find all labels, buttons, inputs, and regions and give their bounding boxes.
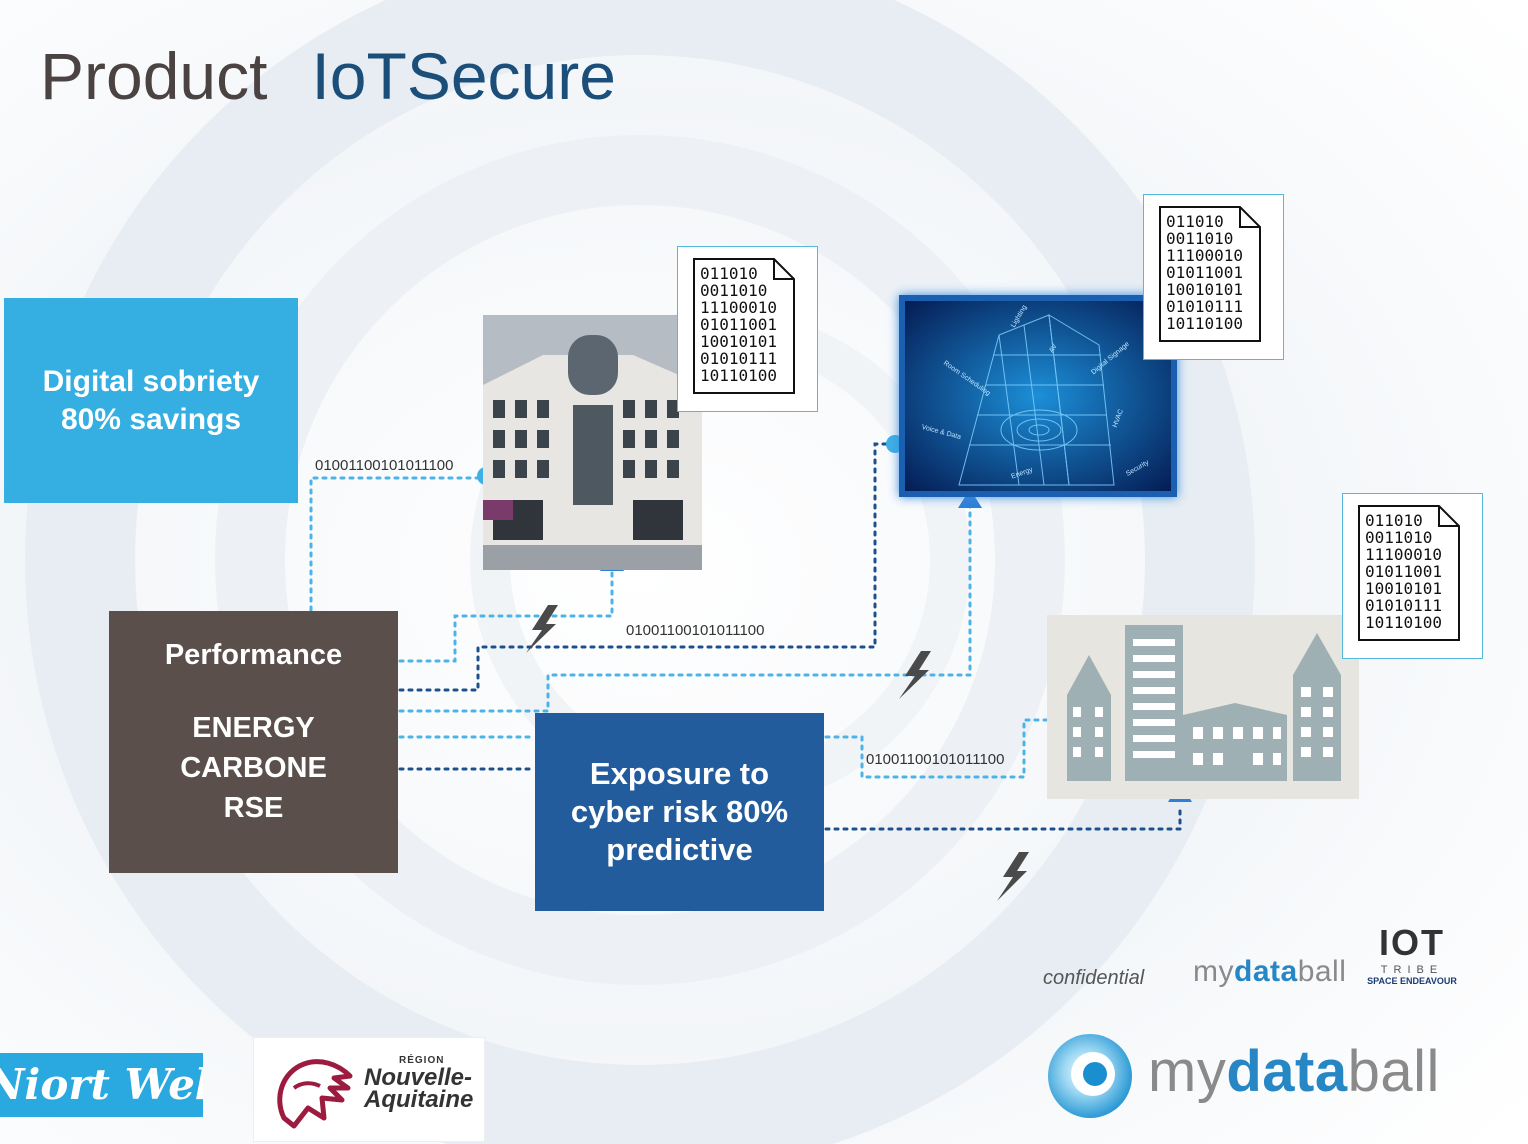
iot-tribe-tagline: SPACE ENDEAVOUR	[1367, 976, 1457, 986]
binary-file-icon: 0110100011010111000100101100110010101010…	[693, 258, 795, 394]
binary-line: 0011010	[1166, 229, 1233, 248]
binary-line: 10110100	[1365, 613, 1442, 632]
iot-tribe-logo: IOT TRIBE SPACE ENDEAVOUR	[1362, 922, 1462, 986]
connector-perf-smart	[398, 503, 972, 713]
performance-rse: RSE	[223, 792, 284, 824]
binary-line: 11100010	[700, 298, 777, 317]
iot-tribe-word: IOT	[1379, 922, 1445, 963]
binary-line: 011010	[700, 264, 758, 283]
binary-file-icon: 0110100011010111000100101100110010101010…	[1358, 505, 1460, 641]
page-title: Product IoTSecure	[40, 38, 616, 114]
binary-line: 01011001	[700, 315, 777, 334]
binary-file-icon: 0110100011010111000100101100110010101010…	[1159, 206, 1261, 342]
cyber-risk-box: Exposure to cyber risk 80% predictive	[535, 713, 824, 911]
performance-box: Performance ENERGY CARBONE RSE	[109, 611, 398, 873]
connector-perf-dark-a	[398, 442, 894, 692]
binary-line: 01010111	[1365, 596, 1442, 615]
confidential-label: confidential	[1043, 967, 1145, 989]
exposure-line-3: predictive	[606, 832, 753, 867]
binary-line: 10010101	[700, 332, 777, 351]
exposure-line-2: cyber risk 80%	[570, 794, 789, 829]
arrow-up-smart	[958, 489, 982, 508]
connector-perf-building-a	[398, 568, 614, 663]
connector-exposure-city	[824, 718, 1060, 779]
binary-stream-label: 01001100101011100	[315, 457, 454, 474]
exposure-line-1: Exposure to	[589, 756, 770, 791]
binary-line: 01011001	[1365, 562, 1442, 581]
binary-line: 01010111	[700, 349, 777, 368]
binary-line: 011010	[1166, 212, 1224, 231]
binary-line: 11100010	[1365, 545, 1442, 564]
lion-emblem-icon	[277, 1059, 353, 1129]
binary-line: 10010101	[1365, 579, 1442, 598]
binary-stream-label: 01001100101011100	[866, 751, 1005, 768]
mydataball-logo-big: mydataball	[1148, 1039, 1440, 1104]
binary-line: 10110100	[1166, 314, 1243, 333]
performance-carbone: CARBONE	[180, 752, 327, 784]
performance-energy: ENERGY	[192, 712, 315, 744]
binary-stream-label: 01001100101011100	[626, 622, 765, 639]
performance-title: Performance	[164, 639, 343, 671]
iot-tribe-tribe: TRIBE	[1380, 964, 1444, 976]
digital-sobriety-box: Digital sobriety 80% savings	[4, 298, 298, 503]
building-photo	[483, 315, 702, 570]
sobriety-line-1: Digital sobriety	[42, 364, 260, 398]
lightning-icon	[899, 651, 931, 699]
binary-line: 0011010	[1365, 528, 1432, 547]
binary-line: 10110100	[700, 366, 777, 385]
region-name-line-2: Aquitaine	[364, 1086, 474, 1113]
binary-line: 11100010	[1166, 246, 1243, 265]
binary-line: 011010	[1365, 511, 1423, 530]
lightning-icon	[997, 852, 1029, 901]
binary-line: 01011001	[1166, 263, 1243, 282]
binary-line: 01010111	[1166, 297, 1243, 316]
title-product: Product	[40, 39, 268, 113]
sobriety-line-2: 80% savings	[60, 402, 242, 436]
region-nouvelle-aquitaine-logo: RÉGION Nouvelle- Aquitaine	[253, 1037, 485, 1142]
connector-sobriety-building	[309, 476, 488, 612]
title-brand: IoTSecure	[311, 39, 616, 113]
region-label: RÉGION	[399, 1055, 445, 1066]
smart-building-screen: Lighting Room Scheduling AV Digital Sign…	[899, 295, 1177, 497]
binary-line: 0011010	[700, 281, 767, 300]
lightning-icon	[526, 605, 558, 653]
niort-web-logo: Niort Web	[0, 1053, 203, 1117]
city-illustration	[1047, 615, 1359, 799]
connector-exposure-dark	[824, 803, 1182, 831]
mydataball-logo-small: mydataball	[1193, 955, 1347, 988]
binary-line: 10010101	[1166, 280, 1243, 299]
smart-building-illustration	[905, 301, 1171, 491]
region-name-line-1: Nouvelle-	[364, 1064, 473, 1091]
mydataball-globe-icon	[1048, 1034, 1132, 1118]
